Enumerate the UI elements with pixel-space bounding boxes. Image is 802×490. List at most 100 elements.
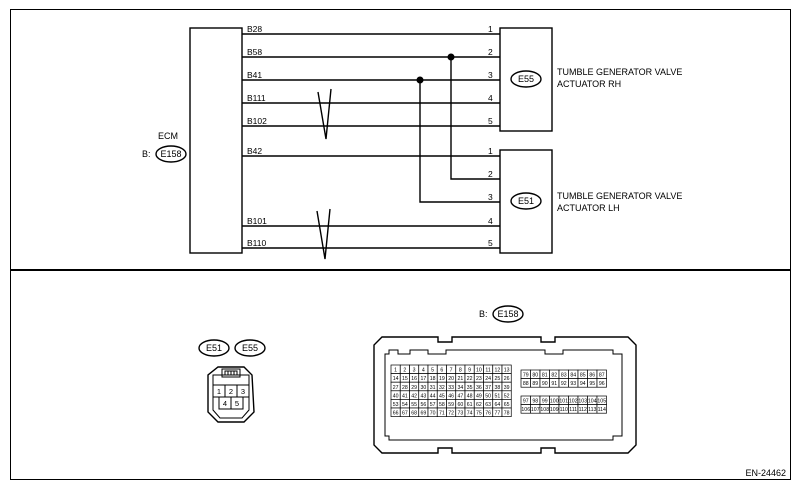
big-connector-pin-label: 87 [599, 373, 605, 379]
big-connector-pin-label: 46 [448, 393, 454, 399]
actuator-rh-connector-label: E55 [518, 74, 534, 84]
actuator-lh-name-line1: TUMBLE GENERATOR VALVE [557, 191, 682, 201]
small-connector-pin: 3 [241, 387, 245, 396]
big-connector-pin-label: 15 [402, 376, 408, 382]
big-connector-pin-label: 53 [393, 402, 399, 408]
actuator-rh-pin: 3 [488, 70, 493, 80]
big-connector-label: E158 [497, 309, 518, 319]
actuator-lh-name-line2: ACTUATOR LH [557, 203, 620, 213]
big-connector-pin-label: 64 [494, 402, 500, 408]
big-connector-pin-label: 25 [494, 376, 500, 382]
big-connector-pin-label: 55 [411, 402, 417, 408]
ecm-terminal-label: B102 [247, 116, 267, 126]
big-connector-pin-label: 76 [485, 411, 491, 417]
small-connector-pin: 4 [223, 399, 227, 408]
big-connector-pin-label: 16 [411, 376, 417, 382]
big-connector-pin-label: 68 [411, 411, 417, 417]
actuator-rh-name-line1: TUMBLE GENERATOR VALVE [557, 67, 682, 77]
big-connector-pin-label: 45 [439, 393, 445, 399]
big-connector-pin-label: 114 [598, 407, 606, 413]
big-connector-pin-label: 39 [504, 385, 510, 391]
big-connector-cell [596, 378, 607, 388]
big-connector-pin-label: 36 [476, 385, 482, 391]
big-connector-pin-label: 85 [580, 373, 586, 379]
big-connector-pin-label: 80 [532, 373, 538, 379]
actuator-lh-pin: 4 [488, 216, 493, 226]
big-connector-pin-label: 54 [402, 402, 408, 408]
big-connector-pin-label: 67 [402, 411, 408, 417]
actuator-rh-pin: 4 [488, 93, 493, 103]
big-connector-pin-label: 82 [551, 373, 557, 379]
big-connector-pin-label: 65 [504, 402, 510, 408]
big-connector-pin-label: 27 [393, 385, 399, 391]
big-connector-pin-label: 52 [504, 393, 510, 399]
big-connector-pin-label: 97 [523, 399, 529, 405]
big-connector-cell [501, 407, 512, 417]
big-connector-pin-label: 13 [504, 368, 510, 374]
big-connector-pin-label: 101 [559, 399, 568, 405]
big-connector-pin-label: 28 [402, 385, 408, 391]
big-connector-pin-label: 88 [523, 381, 529, 387]
big-connector-pin-label: 12 [494, 368, 500, 374]
big-connector-pin-label: 83 [561, 373, 567, 379]
small-connector-badge-e51 [198, 339, 230, 357]
big-connector-pin-label: 107 [531, 407, 540, 413]
big-connector-pin-label: 4 [422, 368, 425, 374]
big-connector-pin-label: 23 [476, 376, 482, 382]
big-connector-pin-label: 61 [467, 402, 473, 408]
big-connector-pin-label: 81 [542, 373, 548, 379]
big-connector-pin-label: 60 [457, 402, 463, 408]
big-connector-pin-label: 38 [494, 385, 500, 391]
big-connector-pin-label: 41 [402, 393, 408, 399]
big-connector-pin-label: 91 [551, 381, 557, 387]
ecm-connector-label: E158 [160, 149, 181, 159]
ecm-connector-badge [155, 145, 187, 163]
big-connector-pin-label: 5 [431, 368, 434, 374]
big-connector-pin-label: 99 [542, 399, 548, 405]
big-connector-pin-label: 42 [411, 393, 417, 399]
big-connector-pin-label: 30 [420, 385, 426, 391]
splice-dot-b41 [416, 76, 424, 84]
big-connector-pin-label: 3 [413, 368, 416, 374]
splice-dot-b58 [447, 53, 455, 61]
big-connector-pin-label: 2 [403, 368, 406, 374]
big-connector-pin-label: 21 [457, 376, 463, 382]
big-connector-pin-label: 29 [411, 385, 417, 391]
big-connector-pin-label: 63 [485, 402, 491, 408]
big-connector-pin-label: 89 [532, 381, 538, 387]
big-connector-pin-label: 10 [476, 368, 482, 374]
actuator-rh-pin: 1 [488, 24, 493, 34]
small-connector-pin: 1 [217, 387, 221, 396]
small-connector-label-e55: E55 [242, 343, 258, 353]
ecm-terminal-label: B28 [247, 24, 262, 34]
big-connector-pin-label: 34 [457, 385, 463, 391]
big-connector-pin-label: 17 [420, 376, 426, 382]
big-connector-pin-label: 69 [420, 411, 426, 417]
big-connector-pin-label: 110 [560, 407, 568, 413]
big-connector-pin-label: 47 [457, 393, 463, 399]
actuator-rh-connector-badge [510, 70, 542, 88]
actuator-lh-pin: 3 [488, 192, 493, 202]
big-connector-pin-label: 48 [467, 393, 473, 399]
big-connector-pin-label: 71 [439, 411, 445, 417]
big-connector-pin-label: 62 [476, 402, 482, 408]
big-connector-pin-label: 86 [589, 373, 595, 379]
big-connector-pin-label: 59 [448, 402, 454, 408]
ecm-terminal-label: B42 [247, 146, 262, 156]
big-connector-pin-label: 78 [504, 411, 510, 417]
big-connector-pin-label: 84 [570, 373, 576, 379]
wire-branch-lh-pin2 [450, 57, 500, 180]
twisted-pair-mark-upper [317, 88, 332, 140]
big-connector-pin-label: 1 [394, 368, 397, 374]
big-connector-pin-label: 11 [485, 368, 490, 374]
big-connector-pin-label: 43 [420, 393, 426, 399]
figure-id: EN-24462 [745, 468, 786, 478]
big-connector-pin-label: 105 [597, 399, 606, 405]
small-connector-label-e51: E51 [206, 343, 222, 353]
big-connector-pin-label: 31 [430, 385, 436, 391]
big-connector-pin-label: 113 [588, 407, 596, 413]
big-connector-pin-label: 35 [467, 385, 473, 391]
big-connector-pin-label: 56 [420, 402, 426, 408]
big-connector-pin-label: 103 [578, 399, 587, 405]
